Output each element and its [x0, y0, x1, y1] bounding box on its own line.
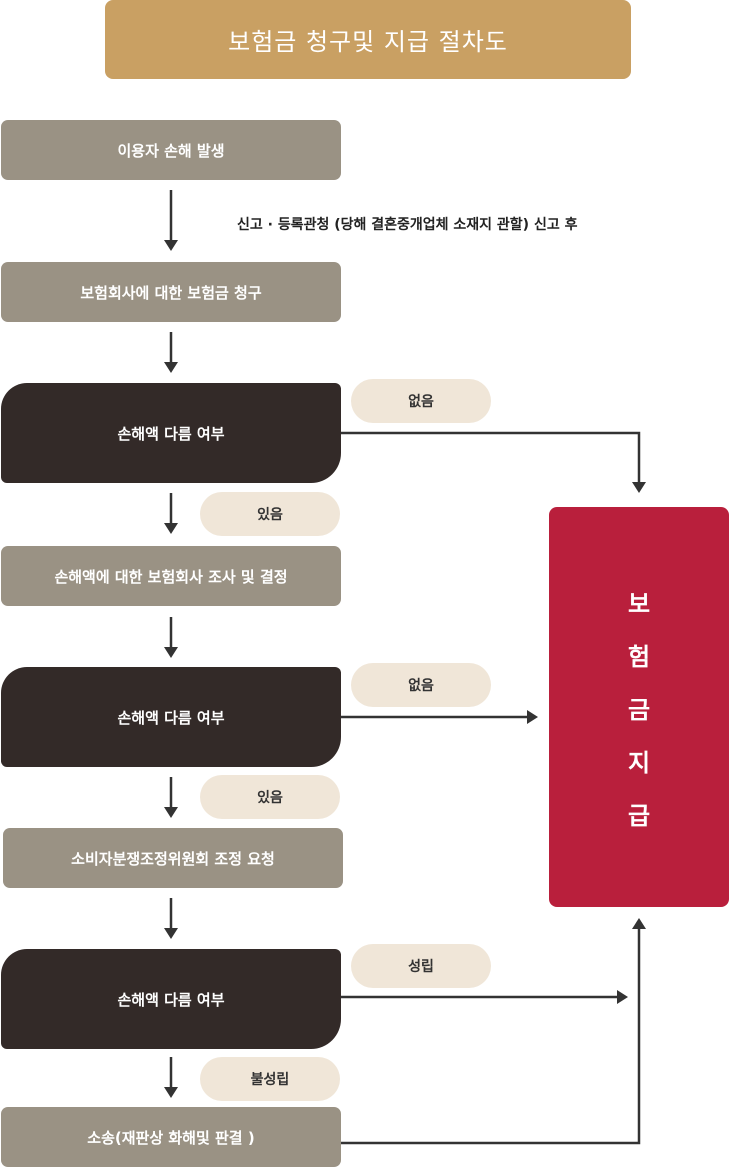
payment-char: 보 — [627, 589, 651, 618]
label-none: 없음 — [351, 663, 491, 707]
arrowhead — [164, 1087, 178, 1098]
label-agreed: 성립 — [351, 944, 491, 988]
arrowhead — [164, 523, 178, 534]
label-none: 없음 — [351, 379, 491, 423]
arrowhead — [527, 710, 538, 724]
step-lawsuit: 소송(재판상 화해및 판결 ) — [1, 1107, 341, 1167]
arrowhead — [164, 647, 178, 658]
step-damage-occurs: 이용자 손해 발생 — [1, 120, 341, 180]
arrowhead — [164, 807, 178, 818]
payment-box: 보 험 금 지 급 — [549, 507, 729, 907]
arrowhead — [632, 482, 646, 493]
label-not-agreed: 불성립 — [200, 1057, 340, 1101]
decision-dispute-3: 손해액 다름 여부 — [1, 949, 341, 1049]
payment-char: 지 — [627, 748, 651, 777]
decision-dispute-1: 손해액 다름 여부 — [1, 383, 341, 483]
arrowhead — [164, 362, 178, 373]
step-investigation: 손해액에 대한 보험회사 조사 및 결정 — [1, 546, 341, 606]
page-title: 보험금 청구및 지급 절차도 — [105, 0, 631, 79]
arrowhead — [164, 928, 178, 939]
label-yes: 있음 — [200, 492, 340, 536]
label-yes: 있음 — [200, 775, 340, 819]
payment-char: 급 — [627, 801, 651, 830]
arrowhead — [632, 918, 646, 929]
connector-none-1 — [341, 431, 641, 482]
decision-dispute-2: 손해액 다름 여부 — [1, 667, 341, 767]
step-claim: 보험회사에 대한 보험금 청구 — [1, 262, 341, 322]
report-note: 신고 · 등록관청 (당해 결혼중개업체 소재지 관할) 신고 후 — [237, 217, 578, 233]
arrowhead — [617, 990, 628, 1004]
connector-lawsuit — [341, 928, 641, 1145]
payment-char: 험 — [627, 642, 651, 671]
step-mediation: 소비자분쟁조정위원회 조정 요청 — [3, 828, 343, 888]
payment-char: 금 — [627, 695, 651, 724]
arrowhead — [164, 240, 178, 251]
